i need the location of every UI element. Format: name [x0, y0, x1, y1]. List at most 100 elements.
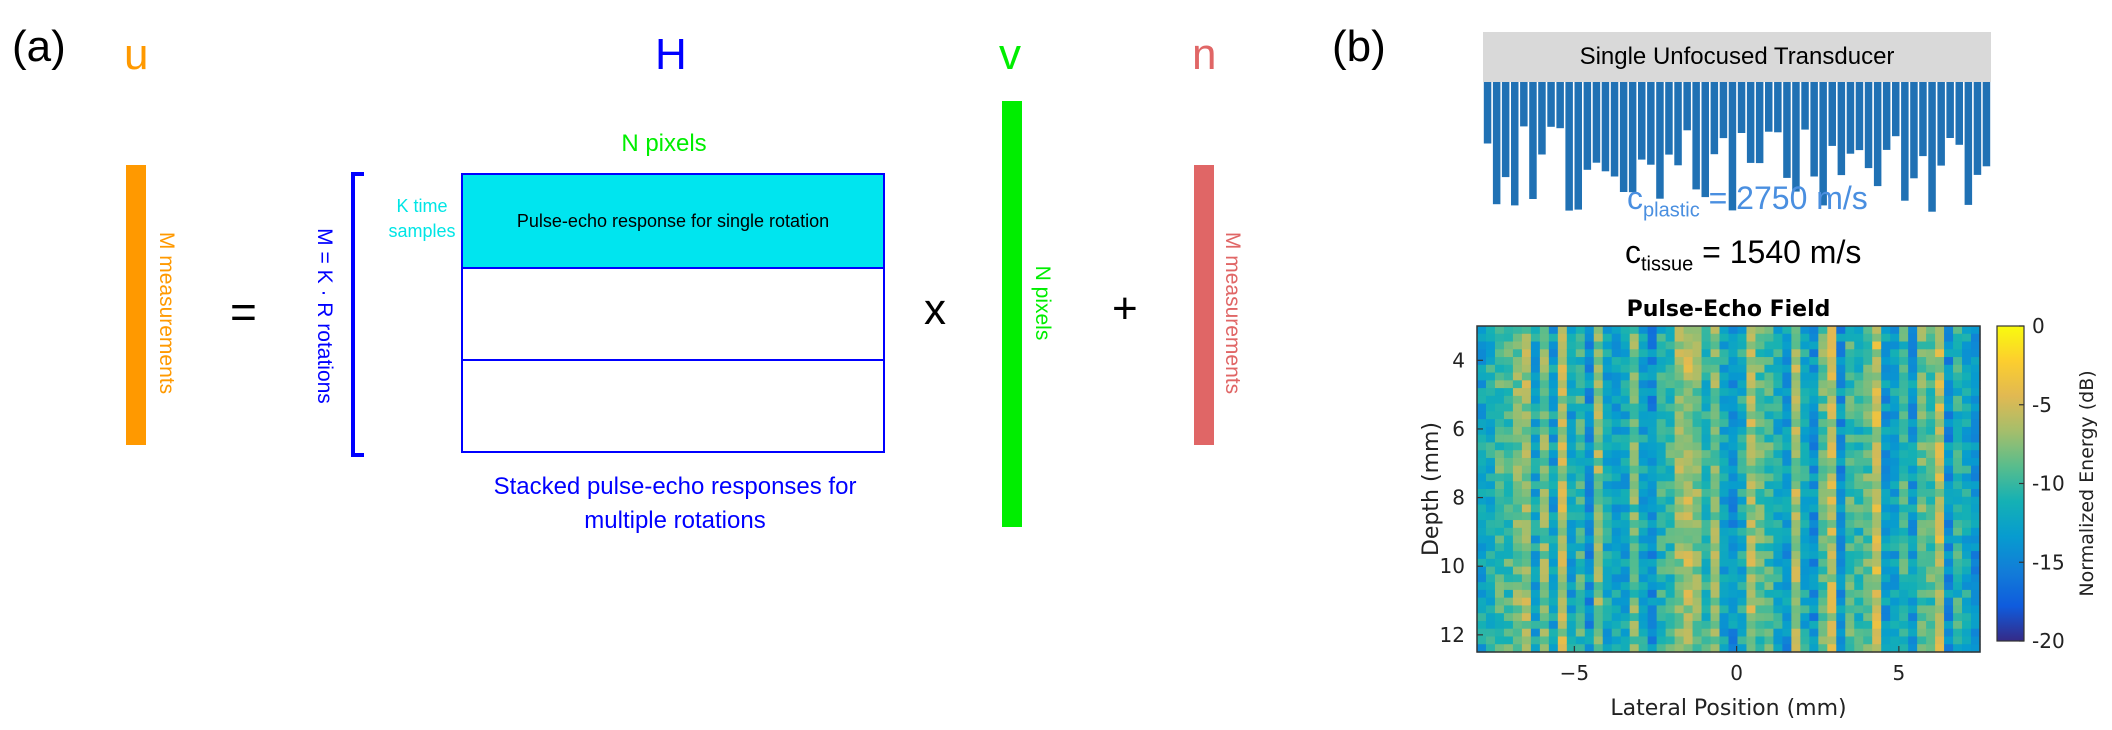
stacked-caption-line2: multiple rotations [584, 507, 766, 534]
lens-bar [1783, 82, 1791, 178]
transducer-label: Single Unfocused Transducer [1579, 43, 1895, 70]
lens-bar [1946, 82, 1954, 138]
x-tick-label: 0 [1730, 661, 1743, 685]
matrix-row-single-rotation: Pulse-echo response for single rotation [463, 175, 883, 269]
matrix-row-2 [463, 267, 883, 361]
u-vector-label: M measurements [155, 231, 178, 395]
lens-bar [1982, 82, 1991, 167]
lens-bar [1955, 82, 1963, 145]
y-tick-label: 6 [1452, 417, 1465, 441]
v-vector [1002, 101, 1022, 527]
lens-bar [1746, 82, 1755, 163]
colorbar-label: Normalized Energy (dB) [2076, 370, 2098, 596]
lens-bar [1683, 82, 1691, 131]
lens-bar [1801, 82, 1809, 130]
lens-bar [1937, 82, 1945, 166]
lens-bar [1765, 82, 1773, 132]
lens-bar [1973, 82, 1982, 175]
H-symbol: H [655, 30, 687, 79]
lens-bar [1701, 82, 1709, 198]
matrix-row-3 [463, 359, 883, 451]
lens-bar [1574, 82, 1582, 210]
lens-bar [1855, 82, 1864, 151]
lens-bar [1828, 82, 1836, 146]
lens-bar [1719, 82, 1728, 139]
lens-bar [1928, 82, 1936, 212]
plastic-lens [1483, 82, 1991, 212]
transducer-bar: Single Unfocused Transducer [1483, 32, 1991, 82]
lens-bar [1755, 82, 1764, 164]
times-sign: x [924, 285, 946, 334]
H-matrix: Pulse-echo response for single rotation [461, 173, 885, 453]
lens-bar [1910, 82, 1918, 179]
lens-bar [1520, 82, 1528, 127]
n-symbol: n [1192, 30, 1217, 79]
c-plastic-base: c [1627, 180, 1643, 216]
colorbar-tick-label: -10 [2032, 472, 2065, 496]
first-block-label: Pulse-echo response for single rotation [516, 210, 830, 231]
lens-bar [1919, 82, 1927, 157]
lens-bar [1892, 82, 1900, 137]
lens-bar [1728, 82, 1737, 211]
lens-bar [1538, 82, 1546, 155]
lens-bar [1601, 82, 1610, 172]
c-plastic-label: cplastic = 2750 m/s [1627, 180, 1868, 222]
x-tick-label: −5 [1560, 661, 1589, 685]
y-axis-label: Depth (mm) [1419, 422, 1444, 556]
lens-bar [1837, 82, 1846, 176]
lens-bar [1674, 82, 1682, 166]
y-tick-label: 8 [1452, 486, 1465, 510]
stacked-caption-line1: Stacked pulse-echo responses for [493, 473, 857, 500]
lens-bar [1592, 82, 1601, 163]
n-vector [1194, 165, 1214, 445]
u-vector [126, 165, 146, 445]
colorbar-tick-label: -15 [2032, 550, 2065, 574]
u-symbol: u [124, 30, 149, 79]
lens-bar [1565, 82, 1573, 211]
c-tissue-value: = 1540 m/s [1702, 234, 1862, 270]
k-time-line1: K time [396, 196, 448, 216]
lens-bar [1483, 82, 1492, 144]
lens-bar [1547, 82, 1555, 127]
y-tick-label: 12 [1440, 623, 1465, 647]
lens-bar [1737, 82, 1746, 133]
colorbar-tick-label: -20 [2032, 629, 2065, 653]
lens-bar [1638, 82, 1646, 160]
lens-bar [1656, 82, 1664, 199]
panel-b-label: (b) [1332, 22, 1386, 71]
y-tick-label: 4 [1452, 348, 1465, 372]
lens-bar [1710, 82, 1719, 155]
lens-bar [1647, 82, 1655, 165]
lens-bar [1964, 82, 1973, 205]
lens-bar [1628, 82, 1637, 193]
c-plastic-sub: plastic [1643, 199, 1700, 222]
lens-bar [1619, 82, 1628, 192]
m-rotations-label: M = K · R rotations [313, 228, 336, 404]
n-pixels-top-label: N pixels [621, 130, 707, 157]
lens-bar [1556, 82, 1564, 129]
lens-bar [1492, 82, 1501, 205]
lens-bar [1901, 82, 1909, 201]
k-time-samples-label: K time samples [382, 194, 462, 244]
v-symbol: v [999, 30, 1021, 79]
left-bracket [351, 172, 364, 457]
colorbar-tick-label: 0 [2032, 314, 2045, 338]
c-tissue-base: c [1625, 234, 1641, 270]
lens-bar [1792, 82, 1800, 192]
lens-bar [1529, 82, 1537, 199]
lens-bar [1501, 82, 1510, 178]
x-axis-label: Lateral Position (mm) [1610, 696, 1846, 721]
lens-bar [1692, 82, 1700, 190]
lens-bar [1810, 82, 1818, 177]
lens-bar [1610, 82, 1619, 177]
panel-a-label: (a) [12, 22, 66, 71]
lens-bar [1846, 82, 1855, 154]
v-vector-label: N pixels [1031, 265, 1054, 341]
colorbar-tick-label: -5 [2032, 393, 2052, 417]
plot-frame [1476, 325, 1981, 653]
y-tick-label: 10 [1440, 554, 1465, 578]
lens-bar [1873, 82, 1882, 187]
lens-bar [1774, 82, 1782, 133]
lens-bar [1819, 82, 1827, 206]
